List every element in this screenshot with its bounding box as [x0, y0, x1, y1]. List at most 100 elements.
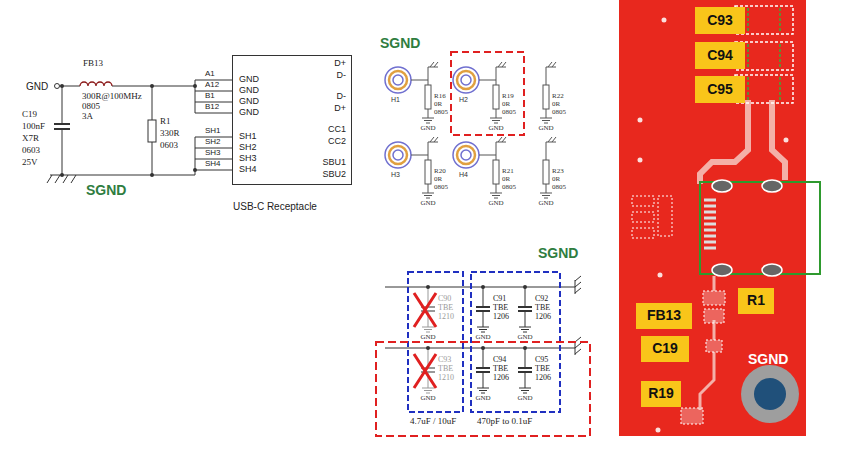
component-value: 330R — [160, 129, 180, 139]
pad-outline — [704, 309, 724, 323]
component-value: GND — [538, 200, 553, 208]
pcb-trace — [700, 100, 785, 184]
designator-tag: C94 — [695, 42, 745, 69]
pin-name: SH1 — [239, 132, 257, 142]
designator-tag: C95 — [695, 76, 745, 103]
component-value: 0805 — [552, 184, 566, 192]
component-value: GND — [488, 125, 503, 133]
component-value: TBE — [535, 304, 550, 313]
capacitor-symbol — [476, 307, 532, 372]
component-value: 100nF — [22, 122, 45, 132]
component-value: R16 — [434, 93, 446, 101]
component-value: 0805 — [552, 109, 566, 117]
component-value: TBE — [438, 365, 453, 374]
pin-number: SH1 — [205, 127, 221, 136]
resistor-symbol — [543, 160, 549, 184]
pin-name: D+ — [334, 104, 346, 114]
component-value: 1210 — [438, 313, 454, 322]
pin-number: B12 — [205, 103, 219, 112]
designator-tag: C19 — [641, 336, 689, 362]
mounting-hole-symbol — [461, 75, 471, 85]
ground-net-label: SGND — [86, 183, 126, 198]
component-value: TBE — [535, 365, 550, 374]
junction-dot — [426, 285, 527, 350]
pin-number: SH3 — [205, 149, 221, 158]
component-value: R21 — [502, 168, 514, 176]
component-value: 0603 — [22, 146, 40, 156]
connector-outline — [700, 182, 820, 274]
component-value: 300R@100MHz — [82, 92, 142, 102]
junction-dot — [60, 84, 197, 177]
component-value: 1206 — [535, 313, 551, 322]
pin-number: A12 — [205, 81, 219, 90]
pad-outline — [632, 196, 654, 206]
component-value: C92 — [535, 295, 548, 304]
resistor-symbol — [425, 160, 431, 184]
connector-slot — [762, 180, 782, 192]
component-value: FB13 — [83, 59, 103, 69]
pad-outline — [703, 291, 725, 305]
pin-name: SBU1 — [322, 158, 346, 168]
ground-net-label: SGND — [538, 246, 578, 261]
component-value: 0805 — [434, 109, 448, 117]
via — [638, 18, 789, 433]
component-value: 0R — [502, 101, 510, 109]
pin-name: CC1 — [328, 125, 346, 135]
pin-name: CC2 — [328, 137, 346, 147]
pin-name: GND — [239, 97, 259, 107]
component-value: 0R — [434, 176, 442, 184]
pad-outline — [658, 196, 672, 236]
component-value: C94 — [493, 356, 506, 365]
capacitor-symbol — [54, 124, 70, 129]
designator: H2 — [459, 96, 468, 104]
pcb-board — [619, 0, 806, 436]
mounting-hole-symbol — [457, 71, 475, 89]
component-value: 0R — [552, 101, 560, 109]
pad-outline — [632, 212, 654, 222]
component-value: GND — [420, 395, 435, 403]
mounting-hole-symbol — [389, 71, 407, 89]
net-label: GND — [26, 81, 48, 92]
component-value: GND — [475, 395, 490, 403]
component-value: 1210 — [438, 374, 454, 383]
component-value: TBE — [493, 365, 508, 374]
highlight-box — [376, 342, 590, 436]
mounting-hole-drill — [754, 378, 786, 410]
component-value: 0603 — [160, 141, 178, 151]
component-value: TBE — [493, 304, 508, 313]
designator-tag: R19 — [641, 381, 681, 407]
designator: R19 — [648, 386, 674, 401]
mounting-hole-symbol — [453, 67, 479, 93]
component-value: GND — [420, 334, 435, 342]
component-value: R19 — [502, 93, 514, 101]
connector-symbol: GNDGNDGNDGNDSH1SH2SH3SH4D+D-D-D+CC1CC2SB… — [232, 55, 352, 185]
component-value: GND — [538, 125, 553, 133]
component-value: GND — [517, 334, 532, 342]
designator: H4 — [459, 171, 468, 179]
highlight-box — [451, 52, 524, 135]
pad-outline — [706, 340, 722, 352]
designator: C19 — [652, 341, 678, 356]
component-value: R20 — [434, 168, 446, 176]
connector-slot — [762, 264, 782, 276]
designator-tag: R1 — [738, 288, 774, 314]
component-value: GND — [488, 200, 503, 208]
component-value: 1206 — [493, 313, 509, 322]
part-caption: USB-C Receptacle — [233, 201, 317, 212]
designator: H1 — [391, 96, 400, 104]
component-value: 4.7uF / 10uF — [410, 417, 456, 427]
component-value: 1206 — [493, 374, 509, 383]
pin-number: A1 — [205, 70, 215, 79]
component-value: 0R — [552, 176, 560, 184]
mounting-hole-symbol — [393, 75, 403, 85]
mounting-hole-symbol — [393, 150, 403, 160]
pin-number: SH2 — [205, 138, 221, 147]
component-value: GND — [420, 200, 435, 208]
pin-number: B1 — [205, 92, 215, 101]
component-value: 3A — [82, 112, 93, 122]
designator: C94 — [707, 48, 733, 63]
component-value: C93 — [438, 356, 451, 365]
ferrite-bead-symbol — [80, 82, 112, 86]
component-value: C95 — [535, 356, 548, 365]
